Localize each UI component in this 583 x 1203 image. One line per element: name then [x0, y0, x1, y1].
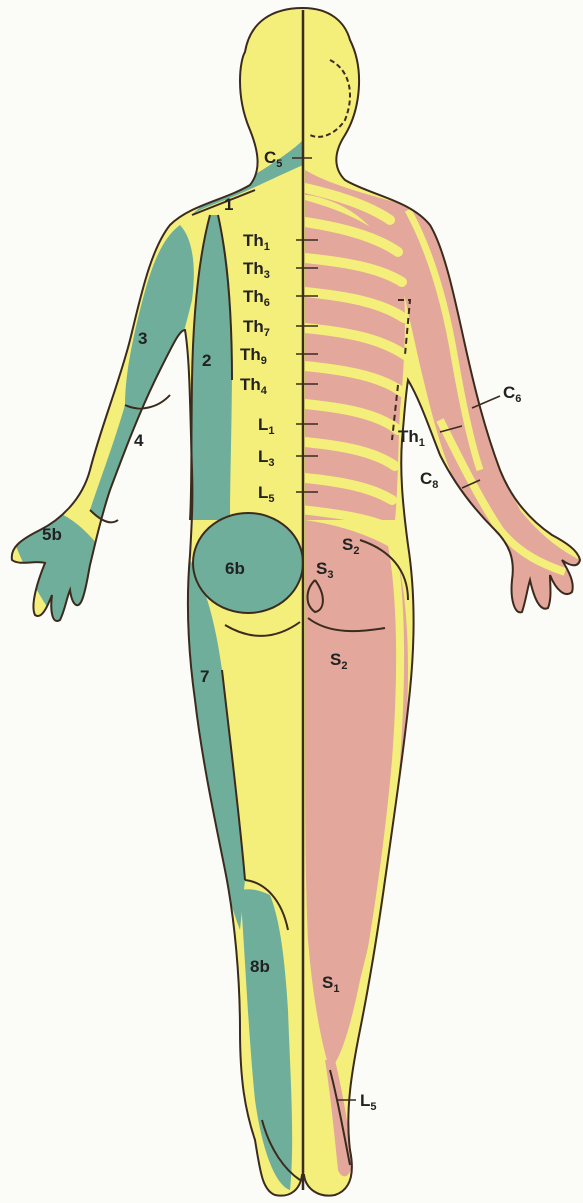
- zone-label-5b: 5b: [42, 525, 62, 544]
- zone-label-7: 7: [200, 667, 209, 686]
- zone-label-8b: 8b: [250, 957, 270, 976]
- zone-label-2: 2: [202, 351, 211, 370]
- body-base: [12, 8, 580, 1196]
- pink-zones: [305, 170, 580, 1176]
- zone-label-3: 3: [138, 329, 147, 348]
- label-th1-arm: Th1: [398, 427, 425, 449]
- label-c8: C8: [420, 469, 438, 491]
- zone-label-6b: 6b: [225, 559, 245, 578]
- label-l5-leg: L5: [360, 1091, 377, 1113]
- zone-label-4: 4: [134, 431, 144, 450]
- zone-label-1: 1: [224, 195, 233, 214]
- label-c6: C6: [503, 383, 521, 405]
